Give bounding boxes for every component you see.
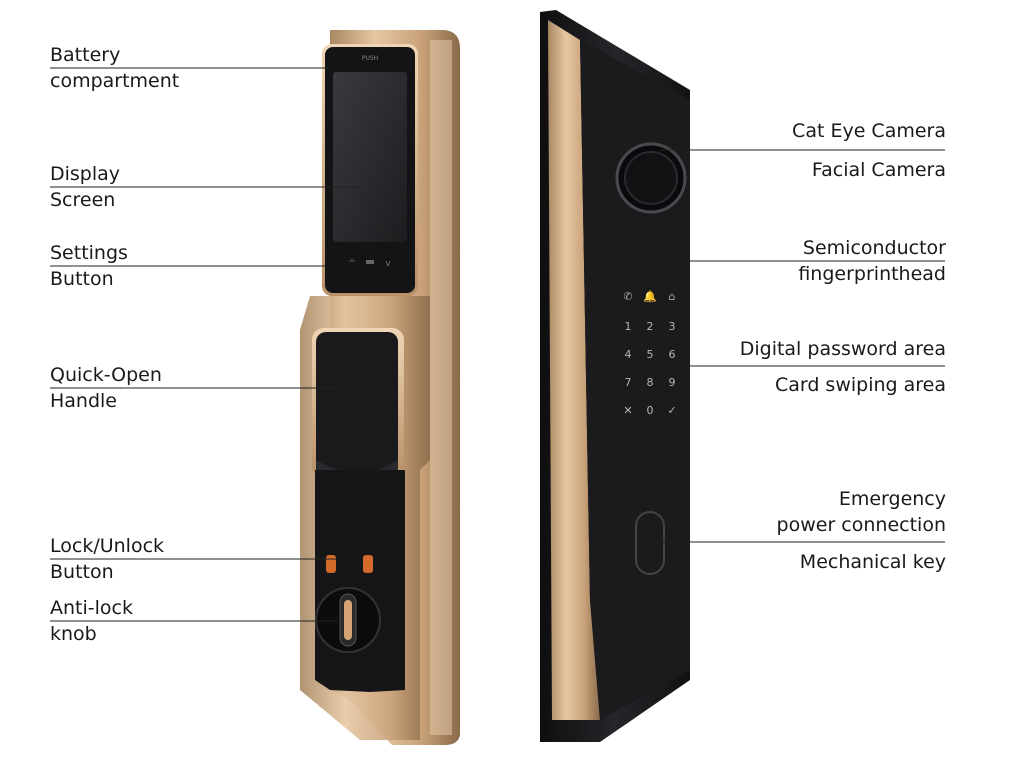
label-facial: Facial Camera	[812, 157, 946, 183]
label-lock-unlock: Lock/Unlock Button	[50, 533, 164, 585]
front-lock-device: PUSH ^ v	[300, 30, 460, 745]
label-anti-lock: Anti-lock knob	[50, 595, 133, 647]
label-facial-line: Facial Camera	[811, 159, 946, 181]
label-fingerprint: Semiconductor fingerprinthead	[798, 235, 946, 287]
label-settings-line1: Settings	[50, 242, 128, 264]
label-password: Digital password area	[740, 336, 946, 362]
label-mechanical-key: Mechanical key	[800, 549, 946, 575]
label-anti-lock-line2: knob	[50, 623, 97, 645]
label-emergency-line1: Emergency	[838, 488, 946, 510]
label-lock-unlock-line2: Button	[50, 561, 114, 583]
lock-button	[326, 555, 336, 573]
label-quick-open-line1: Quick-Open	[50, 364, 162, 386]
keypad-key: 2	[647, 320, 654, 333]
label-settings-line2: Button	[50, 268, 114, 290]
label-password-line: Digital password area	[739, 338, 946, 360]
label-mechanical-key-line: Mechanical key	[799, 551, 946, 573]
keypad-key: 7	[625, 376, 632, 389]
label-lock-unlock-line1: Lock/Unlock	[50, 535, 165, 557]
side-lock-device: ✆ 🔔 ⌂ 1 2 3 4 5 6 7 8 9 ✕ 0 ✓	[540, 10, 690, 742]
keypad-key: 0	[647, 404, 654, 417]
emergency-slot	[635, 511, 665, 575]
label-card: Card swiping area	[775, 372, 946, 398]
unlock-button	[363, 555, 373, 573]
keypad-key: 1	[625, 320, 632, 333]
push-label: PUSH	[362, 55, 378, 62]
down-chevron-icon: v	[385, 259, 391, 269]
keypad-key: 3	[669, 320, 676, 333]
leader-lines	[50, 67, 945, 622]
bell-icon: 🔔	[643, 290, 657, 303]
label-anti-lock-line1: Anti-lock	[50, 597, 133, 619]
keypad-key: ✓	[667, 404, 676, 417]
label-battery: Battery compartment	[50, 42, 179, 94]
label-emergency-line2: power connection	[776, 514, 946, 536]
keypad-key: ✕	[623, 404, 632, 417]
label-fingerprint-line2: fingerprinthead	[798, 263, 946, 285]
label-display-line2: Screen	[50, 189, 116, 211]
keypad-key: 6	[669, 348, 676, 361]
display-screen	[333, 72, 407, 242]
label-cat-eye-line1: Cat Eye Camera	[792, 120, 946, 142]
label-quick-open: Quick-Open Handle	[50, 362, 162, 414]
label-battery-line1: Battery	[50, 44, 121, 66]
up-chevron-icon: ^	[348, 259, 356, 269]
keypad: 1 2 3 4 5 6 7 8 9 ✕ 0 ✓	[623, 320, 676, 417]
label-display: Display Screen	[50, 161, 120, 213]
keypad-key: 9	[669, 376, 676, 389]
side-gold-edge	[548, 20, 600, 720]
keypad-key: 5	[647, 348, 654, 361]
keypad-key: 8	[647, 376, 654, 389]
label-fingerprint-line1: Semiconductor	[802, 237, 946, 259]
menu-icon	[366, 260, 374, 264]
lock-icon: ⌂	[669, 290, 676, 303]
label-card-line: Card swiping area	[774, 374, 946, 396]
keypad-key: 4	[625, 348, 632, 361]
call-icon: ✆	[623, 290, 632, 303]
label-settings: Settings Button	[50, 240, 128, 292]
label-emergency: Emergency power connection	[777, 486, 946, 538]
lower-body	[315, 470, 405, 692]
label-battery-line2: compartment	[50, 70, 180, 92]
label-cat-eye: Cat Eye Camera	[792, 118, 946, 144]
label-display-line1: Display	[50, 163, 121, 185]
label-quick-open-line2: Handle	[50, 390, 118, 412]
